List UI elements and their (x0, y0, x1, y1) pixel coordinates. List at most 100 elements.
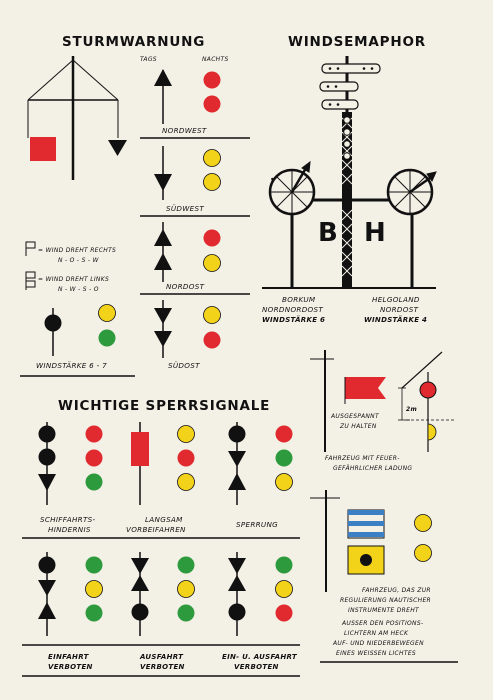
suedost-label: SÜDOST (168, 361, 200, 370)
light-red (177, 449, 195, 467)
signal-nautisch: FAHRZEUG, DAS ZUR REGULIERUNG NAUTISCHER… (310, 490, 432, 657)
sturmwarnung-title: STURMWARNUNG (62, 34, 205, 50)
sperr-einausfahrt: EIN- U. AUSFAHRT VERBOTEN (222, 552, 298, 671)
semaphor-mast (262, 56, 436, 289)
sperr-sperrung: SPERRUNG (228, 422, 293, 529)
langsam-line2: VORBEIFAHREN (126, 525, 186, 534)
windsemaphor-title: WINDSEMAPHOR (288, 34, 426, 50)
light-green (275, 449, 293, 467)
light-yellow (414, 514, 432, 532)
wind-left-line2: N - W - S - O (58, 286, 99, 293)
nautisch-line2: REGULIERUNG NAUTISCHER (340, 597, 431, 604)
light-yellow (98, 304, 116, 322)
helgoland-line2: NORDOST (380, 305, 419, 314)
signal-windstaerke: WINDSTÄRKE 6 - 7 (20, 304, 135, 377)
light-yellow (275, 580, 293, 598)
einaus-line2: VERBOTEN (234, 663, 279, 671)
light-green (177, 556, 195, 574)
wind-left-line1: = WIND DREHT LINKS (38, 276, 109, 283)
cone-up-icon (154, 229, 172, 246)
ausfahrt-line1: AUSFAHRT (139, 653, 184, 661)
suedwest-label: SÜDWEST (166, 204, 204, 213)
red-swallowtail-flag (345, 377, 386, 399)
storm-mast (27, 56, 119, 180)
tags-label: TAGS (140, 56, 157, 63)
sperr-schiffahrtshindernis: SCHIFFAHRTS- HINDERNIS (38, 422, 103, 534)
langsam-line1: LANGSAM (145, 515, 183, 524)
light-green (85, 604, 103, 622)
nautisch-line6: AUF- UND NIEDERBEWEGEN (332, 640, 424, 647)
cone-up-icon (154, 69, 172, 86)
sperrsignale-title: WICHTIGE SPERRSIGNALE (58, 398, 270, 414)
helgoland-line3: WINDSTÄRKE 4 (364, 315, 427, 324)
wind-right-line2: N - O - S - W (58, 257, 100, 264)
borkum-line2: NORDNORDOST (262, 305, 323, 314)
cone-up-icon (38, 602, 56, 619)
light-red (85, 449, 103, 467)
nautisch-line7: EINES WEISSEN LICHTES (336, 650, 416, 657)
ball-icon (44, 314, 62, 332)
light-red (203, 229, 221, 247)
cone-up-icon (228, 473, 246, 490)
ball-icon (228, 425, 246, 443)
light-yellow (203, 254, 221, 272)
light-red (275, 425, 293, 443)
sperr-einfahrt: EINFAHRT VERBOTEN (38, 552, 103, 671)
ball-icon (228, 603, 246, 621)
light-yellow (275, 473, 293, 491)
cone-down-icon (228, 451, 246, 467)
light-red (275, 604, 293, 622)
cone-up-icon (131, 575, 149, 591)
schiff-line2: HINDERNIS (48, 525, 91, 534)
ausgespannt-line2: ZU HALTEN (339, 423, 377, 430)
light-red (85, 425, 103, 443)
light-yellow (203, 306, 221, 324)
cone-down-icon (228, 558, 246, 574)
ball-icon (38, 556, 56, 574)
nautisch-line3: INSTRUMENTE DREHT (348, 607, 420, 614)
einfahrt-line2: VERBOTEN (48, 663, 93, 671)
wind-wheel-left (268, 160, 316, 216)
light-green (85, 473, 103, 491)
borkum-line3: WINDSTÄRKE 6 (262, 315, 325, 324)
nautisch-line1: FAHRZEUG, DAS ZUR (362, 587, 431, 594)
nautisch-line4: AUSSER DEN POSITIONS- (341, 620, 423, 627)
sperr-ausfahrt: AUSFAHRT VERBOTEN (131, 552, 195, 671)
cone-up-icon (228, 575, 246, 591)
red-cylinder (131, 432, 149, 466)
einfahrt-line1: EINFAHRT (48, 653, 90, 661)
light-yellow (203, 149, 221, 167)
fahrzeug-line1: FAHRZEUG MIT FEUER- (325, 455, 400, 462)
cone-down-icon (154, 308, 172, 324)
light-yellow (177, 425, 195, 443)
helgoland-line1: HELGOLAND (372, 295, 420, 304)
cone-down-icon (154, 331, 172, 347)
storm-red-flag (30, 137, 56, 161)
light-yellow (414, 544, 432, 562)
cone-down-icon (131, 558, 149, 574)
cone-up-icon (154, 253, 172, 270)
einaus-line1: EIN- U. AUSFAHRT (222, 653, 298, 661)
light-yellow (203, 173, 221, 191)
storm-cone-down (108, 140, 127, 156)
pennant-left-icon (25, 271, 36, 290)
ausfahrt-line2: VERBOTEN (140, 663, 185, 671)
ausgespannt-line1: AUSGESPANNT (330, 413, 380, 420)
signal-suedost: SÜDOST (154, 300, 221, 370)
blue-white-flag (347, 509, 385, 539)
light-yellow (85, 580, 103, 598)
signal-ausgespannt: AUSGESPANNT ZU HALTEN (310, 350, 386, 452)
nordwest-label: NORDWEST (162, 126, 207, 135)
signal-nordwest: NORDWEST (140, 69, 250, 139)
light-yellow (177, 580, 195, 598)
light-green (98, 329, 116, 347)
light-green (275, 556, 293, 574)
windstaerke-label: WINDSTÄRKE 6 - 7 (36, 361, 107, 370)
schiff-line1: SCHIFFAHRTS- (40, 515, 96, 524)
ball-icon (38, 425, 56, 443)
light-green (85, 556, 103, 574)
cone-down-icon (38, 474, 56, 491)
ball-icon (38, 448, 56, 466)
yellow-black-flag (347, 545, 385, 575)
sperrung-label: SPERRUNG (236, 520, 278, 529)
